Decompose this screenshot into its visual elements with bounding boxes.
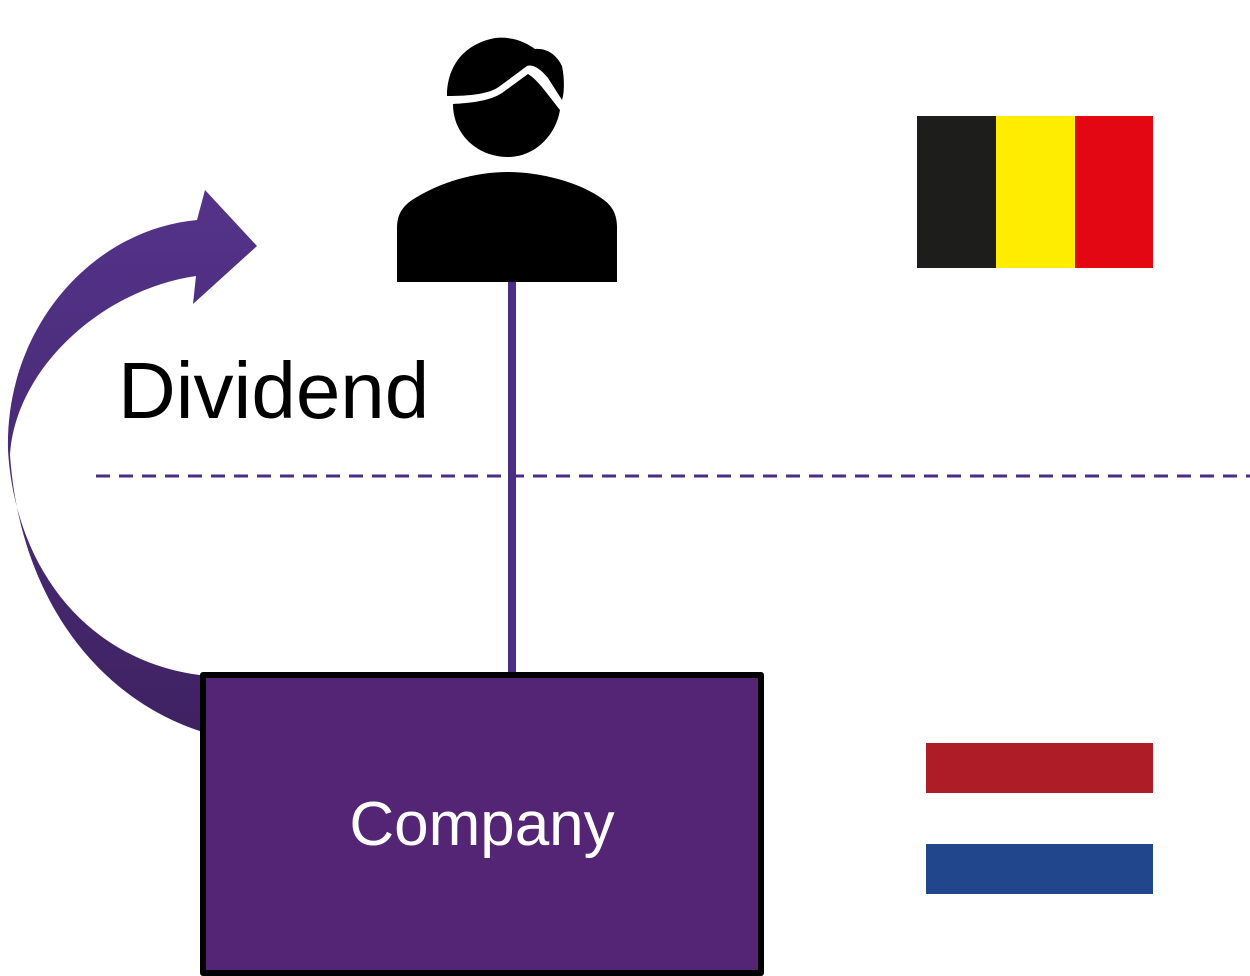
curved-arrow-icon <box>7 190 258 732</box>
person-icon <box>397 37 617 282</box>
dividend-label: Dividend <box>118 346 430 435</box>
belgium-flag-icon <box>917 116 1153 268</box>
netherlands-flag-icon <box>926 743 1153 894</box>
company-label: Company <box>349 789 615 859</box>
company-box: Company <box>200 672 764 976</box>
